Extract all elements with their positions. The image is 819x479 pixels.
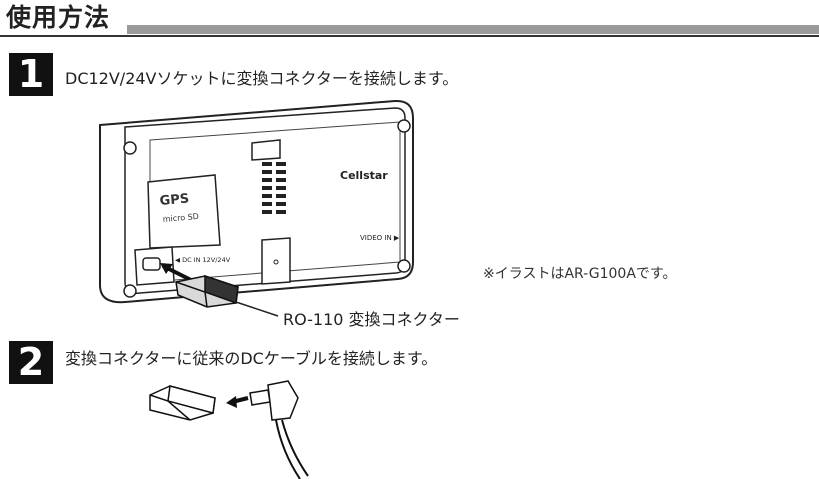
dc-in-label: ◀ DC IN 12V/24V: [175, 256, 231, 264]
gps-panel: [147, 174, 221, 249]
title-bar: [127, 25, 819, 34]
top-notch: [251, 139, 281, 161]
title-underline: [0, 35, 819, 37]
vent-grid: [262, 162, 286, 214]
step-2-text: 変換コネクターに従来のDCケーブルを接続します。: [65, 349, 438, 368]
ro110-connector: [175, 274, 239, 308]
center-port: [261, 237, 291, 285]
brand-logo: Cellstar: [340, 169, 388, 182]
step-2-badge: 2: [9, 341, 53, 384]
connector-callout: RO-110 変換コネクター: [283, 310, 460, 329]
step2-connector: [149, 385, 216, 421]
callout-line: [235, 301, 279, 317]
dc-cable-plug: [249, 380, 309, 479]
screw-icons: [123, 119, 411, 298]
illustration-note: ※イラストはAR-G100Aです。: [483, 266, 677, 282]
sd-label: micro SD: [162, 212, 199, 224]
video-in-label: VIDEO IN ▶: [360, 234, 400, 242]
gps-label: GPS: [159, 191, 190, 209]
step-1-badge: 1: [9, 53, 53, 96]
section-title: 使用方法: [6, 3, 111, 32]
step-1-text: DC12V/24Vソケットに変換コネクターを接続します。: [65, 69, 459, 88]
